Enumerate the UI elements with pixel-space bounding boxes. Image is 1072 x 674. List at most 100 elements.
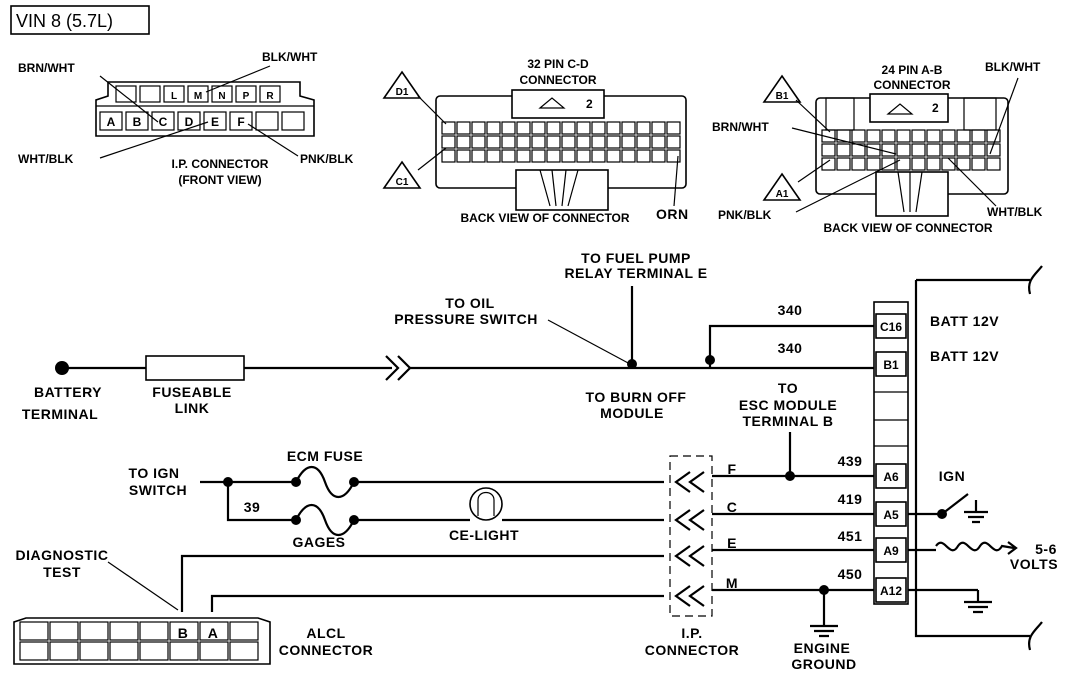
ecm-pin-label: C16: [880, 320, 902, 334]
chassis-break-top-icon: [1028, 265, 1043, 295]
alcl-b-label: B: [178, 625, 189, 641]
ip-inline-letter: M: [726, 575, 738, 591]
ab-pnk-blk-leader: [795, 159, 901, 213]
ab-pin-cell: [911, 129, 926, 143]
cd-pin-cell: [666, 121, 681, 135]
ecm-fuse-icon: [295, 465, 355, 499]
cd-pin-cell: [546, 121, 561, 135]
ab-pin-grid: [821, 129, 1001, 171]
ab-pin-cell: [851, 157, 866, 171]
cd-pin-cell: [546, 149, 561, 163]
cd-arrow-icon: [538, 97, 566, 109]
ip-bottom-cell: [151, 111, 175, 131]
cd-latch: [511, 89, 605, 119]
ecm-pin-a9: [875, 537, 907, 563]
cd-pin-cell: [516, 135, 531, 149]
ecm-chassis-line: [914, 280, 1030, 638]
ab-wire-exit: [875, 171, 949, 217]
cd-pin-cell: [531, 121, 546, 135]
ab-wht-blk-leader: [947, 157, 997, 207]
cd-caption: BACK VIEW OF CONNECTOR: [460, 211, 629, 225]
wire-340a-label: 340: [778, 302, 803, 318]
ab-title-1: 24 PIN A-B: [882, 63, 943, 77]
ab-pin-cell: [986, 157, 1001, 171]
ab-pin-cell: [941, 143, 956, 157]
wire-m-line: [210, 594, 664, 612]
ab-pin-cell: [836, 143, 851, 157]
cd-d1-leader: [417, 95, 447, 125]
cd-pin-cell: [561, 135, 576, 149]
alcl-cell: [199, 641, 229, 661]
cd-d1-triangle: [382, 70, 422, 99]
alcl-cell: [19, 621, 49, 641]
fuseable-link-icon: [145, 355, 245, 381]
ip-inline-chevron-icon: [674, 471, 705, 493]
ecm-pin-label: A9: [883, 544, 899, 558]
ip-top-cell: [259, 85, 281, 103]
ab-wire-bundle: [897, 171, 923, 213]
ip-bottom-cell-letter: C: [159, 115, 168, 129]
wire-439-label: 439: [838, 453, 863, 469]
ip-top-cell: [139, 85, 161, 103]
ip-caption-2: (FRONT VIEW): [178, 173, 261, 187]
cd-pin-cell: [471, 149, 486, 163]
ip-blk-wht-label: BLK/WHT: [262, 50, 318, 64]
batt-label-1: BATT 12V: [930, 313, 999, 329]
ip-conn-label-2: CONNECTOR: [645, 642, 739, 658]
cd-pin-cell: [606, 121, 621, 135]
cd-pin-cell: [501, 121, 516, 135]
cd-pin-cell: [636, 121, 651, 135]
ip-top-cell-letter: N: [218, 91, 225, 102]
reference-arrow-icon: [1007, 541, 1018, 555]
ab-pin-cell: [836, 157, 851, 171]
cd-pin-cell: [486, 149, 501, 163]
ab-pin-cell: [896, 129, 911, 143]
ip-bottom-cell-letter: D: [185, 115, 194, 129]
cd-pin-cell: [441, 135, 456, 149]
cd-c1-triangle: [382, 160, 422, 189]
reference-signal-icon: [935, 541, 1015, 552]
cd-pin-cell: [651, 121, 666, 135]
title-frame: [10, 5, 150, 35]
alcl-label-2: CONNECTOR: [279, 642, 373, 658]
ip-bottom-cell: [229, 111, 253, 131]
ip-top-cell-letter: M: [194, 91, 202, 102]
ip-bottom-cell: [203, 111, 227, 131]
cd-pin-cell: [591, 121, 606, 135]
ab-connector-view: 24 PIN A-B CONNECTOR 2 B1 A1 BLK/WHT BRN…: [712, 60, 1043, 235]
ip-top-cell-letter: R: [266, 91, 274, 102]
alcl-cell: [19, 641, 49, 661]
cd-c1-leader: [417, 147, 447, 171]
cd-pin-cell: [531, 149, 546, 163]
diag-leader: [107, 561, 179, 611]
ign-switch-label-1: TO IGN: [129, 465, 180, 481]
wire-39-label: 39: [244, 499, 261, 515]
alcl-cell: [79, 641, 109, 661]
ab-pin-cell: [986, 129, 1001, 143]
gages-fuse-icon: [295, 503, 355, 537]
ab-pin-cell: [881, 157, 896, 171]
cd-pin-cell: [546, 135, 561, 149]
alcl-cell: [169, 621, 199, 641]
engine-ground-icon: [810, 624, 838, 638]
cd-pin-cell: [486, 121, 501, 135]
ip-connector-housing: [95, 81, 315, 137]
ab-pin-cell: [851, 129, 866, 143]
alcl-cells: [19, 621, 259, 661]
diag-label-1: DIAGNOSTIC: [16, 547, 109, 563]
ign-switch-blade: [941, 493, 969, 515]
ip-wht-blk-label: WHT/BLK: [18, 152, 74, 166]
ip-bottom-cell-letter: A: [107, 115, 116, 129]
cd-wire-bundle: [539, 169, 579, 207]
fuseable-label-1: FUSEABLE: [152, 384, 231, 400]
ab-pnk-blk-label: PNK/BLK: [718, 208, 772, 222]
cd-pin-cell: [621, 135, 636, 149]
ip-inline-letter: C: [727, 499, 738, 515]
cd-pin-cell: [591, 149, 606, 163]
ip-top-cell-letter: L: [171, 91, 177, 102]
ab-pin-cell: [941, 129, 956, 143]
ign-switch-label-2: SWITCH: [129, 482, 187, 498]
ecm-pin-label: A6: [883, 470, 899, 484]
